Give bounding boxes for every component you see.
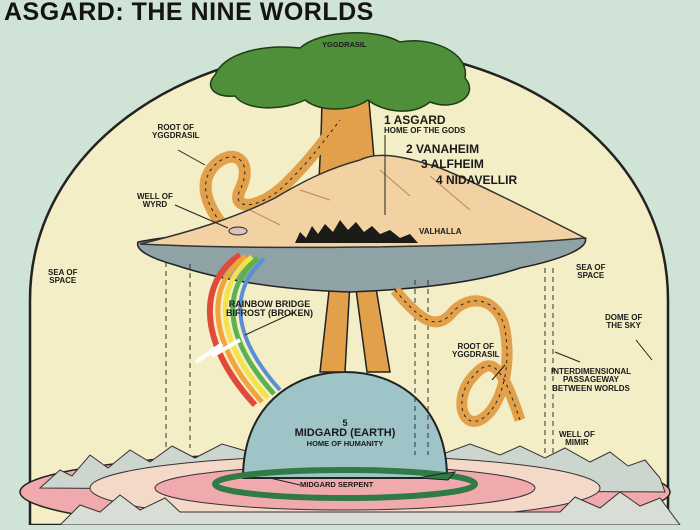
label-root-of-left-line2: YGGDRASIL <box>152 131 200 141</box>
label-asgard-sub: HOME OF THE GODS <box>384 125 466 135</box>
label-asgard-title: 1 ASGARD <box>384 113 446 127</box>
label-valhalla: VALHALLA <box>419 227 462 236</box>
label-dome-of-sky: DOME OF THE SKY <box>605 313 643 331</box>
label-vanaheim: 2 VANAHEIM <box>406 142 480 156</box>
rainbow-bridge-yellow <box>223 255 270 400</box>
valhalla-city <box>295 220 418 243</box>
label-well-of-mimir-line2: MIMIR <box>565 438 589 448</box>
label-nidavellir: 4 NIDAVELLIR <box>436 173 518 187</box>
serpent-head <box>417 471 457 481</box>
mountain-ring-front <box>58 491 681 526</box>
mountain-shading <box>249 169 471 226</box>
bifrost-break <box>194 338 241 364</box>
label-sea-of-space-left-line1: SEA OF <box>48 268 78 277</box>
label-midgard-serpent: MIDGARD SERPENT <box>300 480 374 489</box>
rainbow-bridge-green <box>230 256 276 396</box>
rainbow-bridge-orange <box>215 253 264 404</box>
label-midgard: 5 MIDGARD (EARTH) HOME OF HUMANITY <box>286 418 404 448</box>
diagram-title: ASGARD: THE NINE WORLDS <box>4 0 374 26</box>
label-sea-of-space-left: SEA OF SPACE <box>48 268 78 286</box>
label-rainbow-bridge: RAINBOW BRIDGE BIFROST (BROKEN) <box>226 299 313 319</box>
label-sea-of-space-right: SEA OF SPACE <box>576 263 606 281</box>
label-midgard-sub: HOME OF HUMANITY <box>306 438 384 448</box>
label-well-of-mimir-line1: WELL OF <box>559 430 595 439</box>
label-dome-of-sky-line2: THE SKY <box>606 321 641 331</box>
label-rainbow-bridge-line1: RAINBOW BRIDGE <box>228 299 311 309</box>
label-yggdrasil-top: YGGDRASIL <box>322 40 367 49</box>
label-interdimensional-line1: INTERDIMENSIONAL <box>551 367 631 376</box>
midgard-serpent <box>212 467 478 501</box>
asgard-mountains <box>139 154 588 249</box>
label-midgard-number: 5 <box>342 418 348 428</box>
label-sea-of-space-right-line1: SEA OF <box>576 263 606 272</box>
tree-foliage <box>209 32 471 112</box>
label-well-of-wyrd-line1: WELL OF <box>137 192 173 201</box>
label-root-of-right-line2: YGGDRASIL <box>452 350 500 360</box>
label-rainbow-bridge-line2: BIFROST (BROKEN) <box>226 308 313 319</box>
label-well-of-wyrd: WELL OF WYRD <box>137 192 173 210</box>
label-well-of-wyrd-line2: WYRD <box>142 200 168 210</box>
rainbow-bridge-red <box>207 252 258 408</box>
label-sea-of-space-left-line2: SPACE <box>49 276 77 286</box>
label-dome-of-sky-line1: DOME OF <box>605 313 643 322</box>
root-loop-left-stripes <box>205 119 341 239</box>
label-root-of-left-line1: ROOT OF <box>157 123 194 132</box>
root-loop-right-stripes <box>394 289 521 422</box>
label-interdimensional-line3: BETWEEN WORLDS <box>552 383 630 393</box>
label-well-of-mimir: WELL OF MIMIR <box>559 430 595 448</box>
label-root-of-left: ROOT OF YGGDRASIL <box>152 123 200 141</box>
pointer-lines <box>174 135 653 486</box>
label-interdimensional-line2: PASSAGEWAY <box>562 375 619 385</box>
label-alfheim: 3 ALFHEIM <box>421 157 484 171</box>
label-sea-of-space-right-line2: SPACE <box>577 271 605 281</box>
label-asgard: 1 ASGARD HOME OF THE GODS <box>384 114 465 135</box>
label-root-of-right-line1: ROOT OF <box>457 342 494 351</box>
well-of-wyrd <box>228 226 248 236</box>
rainbow-bridge-blue <box>238 257 282 392</box>
label-root-of-right: ROOT OF YGGDRASIL <box>452 342 500 360</box>
label-midgard-title: MIDGARD (EARTH) <box>294 427 396 440</box>
label-interdimensional-passageway: INTERDIMENSIONAL PASSAGEWAY BETWEEN WORL… <box>551 367 631 393</box>
